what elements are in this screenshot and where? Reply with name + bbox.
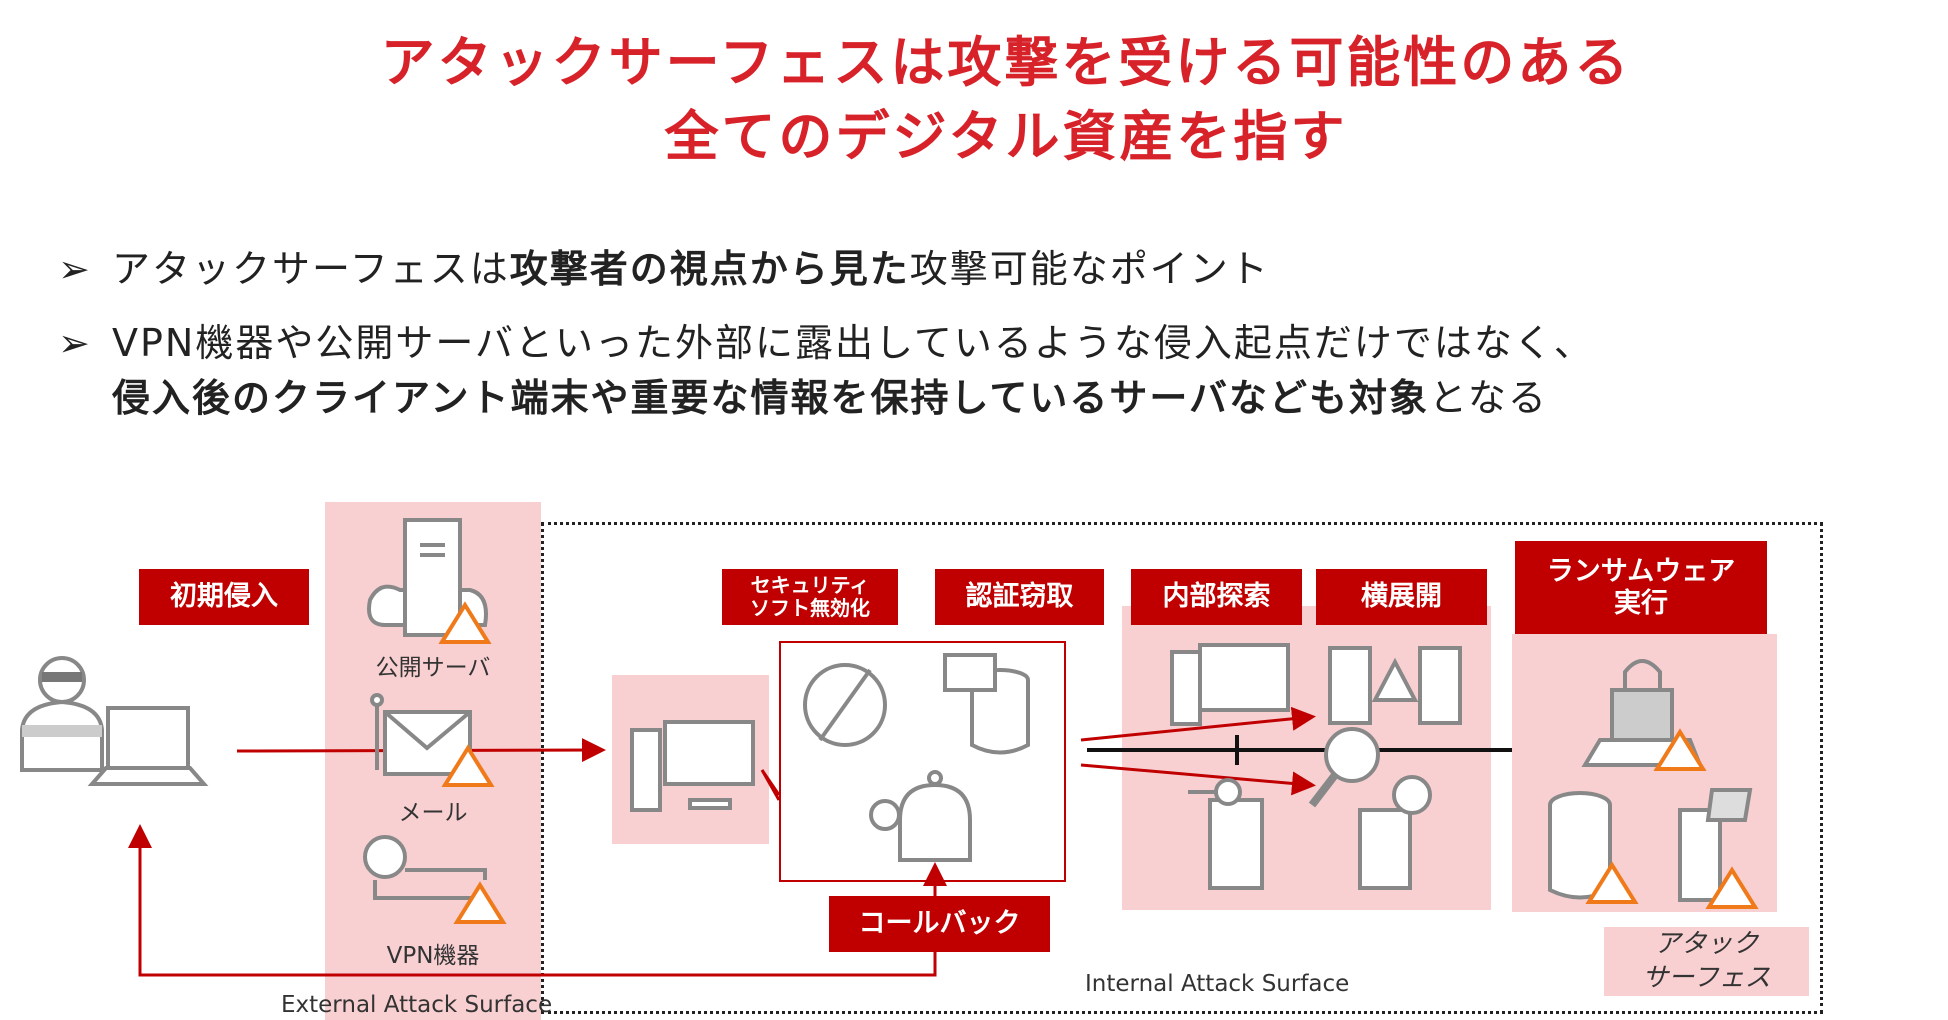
- bullet-bold: 攻撃者の視点から見た: [509, 247, 910, 291]
- bullet-text: 攻撃可能なポイント: [909, 247, 1270, 291]
- label-mail: メール: [398, 800, 468, 826]
- bullet-text: となる: [1428, 376, 1548, 420]
- title-line-2: 全てのデジタル資産を指す: [664, 105, 1348, 168]
- internal-surface-label: Internal Attack Surface: [1085, 971, 1350, 997]
- bullet-2: ➢VPN機器や公開サーバといった外部に露出しているような侵入起点だけではなく、 …: [58, 312, 1594, 422]
- vpn-icon: [363, 835, 487, 900]
- magnifier-icon: [1308, 727, 1380, 808]
- app-server-icon: [1358, 775, 1432, 890]
- bullet-text: VPN機器や公開サーバといった外部に露出しているような侵入起点だけではなく、: [112, 321, 1594, 365]
- credential-database-icon: [943, 653, 1030, 755]
- mail-icon: [370, 693, 472, 776]
- antivirus-disabled-icon: [803, 663, 887, 747]
- bullet-bold: 侵入後のクライアント端末や重要な情報を保持しているサーバなども対象: [112, 376, 1429, 420]
- bullet-text: アタックサーフェスは: [112, 247, 510, 291]
- laptop-icon: [87, 706, 209, 786]
- stage-disable-security: セキュリティ ソフト無効化: [722, 569, 898, 625]
- external-surface-label: External Attack Surface: [281, 992, 553, 1018]
- file-server-icon: [1678, 788, 1753, 902]
- stage-credential-theft: 認証窃取: [935, 569, 1104, 625]
- internal-pc-icon: [1170, 643, 1290, 726]
- label-public-server: 公開サーバ: [375, 655, 491, 681]
- warning-icons: [438, 601, 1759, 924]
- stage-ransomware: ランサムウェア 実行: [1515, 541, 1767, 634]
- label-vpn: VPN機器: [386, 943, 480, 969]
- title-line-1: アタックサーフェスは攻撃を受ける可能性のある: [380, 31, 1632, 94]
- key-server-icon: [1188, 778, 1264, 890]
- stage-internal-recon: 内部探索: [1131, 569, 1302, 625]
- legend-attack-surface: アタック サーフェス: [1604, 927, 1809, 996]
- stage-initial-access: 初期侵入: [139, 569, 309, 625]
- lateral-servers-icon: [1328, 646, 1462, 725]
- stage-callback: コールバック: [829, 896, 1050, 952]
- stage-lateral-movement: 横展開: [1316, 569, 1487, 625]
- timeline-line: [1087, 735, 1512, 765]
- internal-surface-boundary: [541, 522, 1823, 1014]
- bullet-arrow-icon: ➢: [58, 321, 92, 365]
- bullet-1: ➢ アタックサーフェスは攻撃者の視点から見た攻撃可能なポイント: [58, 238, 1270, 293]
- desktop-pc-icon: [630, 720, 755, 812]
- bullet-arrow-icon: ➢: [58, 247, 92, 291]
- hacker-icon: [20, 656, 104, 772]
- bot-icon: [869, 770, 972, 862]
